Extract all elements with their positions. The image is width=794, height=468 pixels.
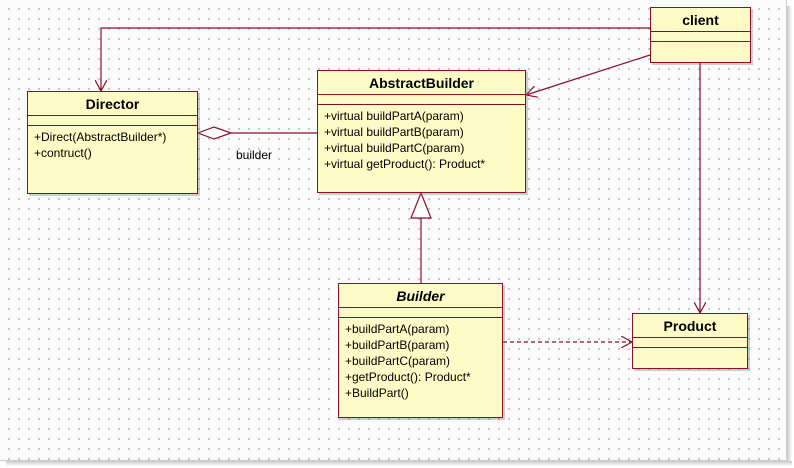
operation: +virtual buildPartB(param) [324, 125, 464, 139]
operations-compartment: +buildPartA(param) +buildPartB(param) +b… [339, 318, 502, 401]
class-name: Director [28, 92, 197, 116]
attributes-compartment [339, 308, 502, 318]
assoc-client-abstractbuilder[interactable] [526, 54, 651, 95]
class-product[interactable]: Product [632, 313, 748, 369]
class-client[interactable]: client [650, 7, 751, 63]
operation: +Direct(AbstractBuilder*) [34, 130, 167, 144]
attributes-compartment [318, 95, 525, 105]
operation: +BuildPart() [345, 386, 409, 400]
operation: +getProduct(): Product* [345, 370, 471, 384]
aggregation-role-label: builder [236, 148, 273, 162]
canvas-shadow-bottom [6, 461, 792, 466]
class-abstract-builder[interactable]: AbstractBuilder +virtual buildPartA(para… [317, 70, 526, 193]
attributes-compartment [28, 116, 197, 126]
aggregation-diamond [196, 126, 233, 140]
operation: +contruct() [34, 146, 92, 160]
operation: +buildPartB(param) [345, 338, 450, 352]
operation: +virtual buildPartC(param) [324, 141, 465, 155]
class-name: AbstractBuilder [318, 71, 525, 95]
operation: +virtual getProduct(): Product* [324, 157, 486, 171]
class-builder[interactable]: Builder +buildPartA(param) +buildPartB(p… [338, 283, 503, 418]
assoc-client-director[interactable] [101, 27, 650, 91]
operation: +virtual buildPartA(param) [324, 109, 464, 123]
class-name: Builder [339, 284, 502, 308]
class-name: client [651, 8, 750, 32]
attributes-compartment [651, 32, 750, 42]
canvas-shadow-right [787, 6, 792, 464]
attributes-compartment [633, 338, 747, 348]
operation: +buildPartC(param) [345, 354, 451, 368]
operations-compartment: +virtual buildPartA(param) +virtual buil… [318, 105, 525, 172]
operations-compartment: +Direct(AbstractBuilder*) +contruct() [28, 126, 197, 161]
class-name: Product [633, 314, 747, 338]
generalization-triangle [410, 191, 432, 219]
class-director[interactable]: Director +Direct(AbstractBuilder*) +cont… [27, 91, 198, 194]
operation: +buildPartA(param) [345, 322, 450, 336]
